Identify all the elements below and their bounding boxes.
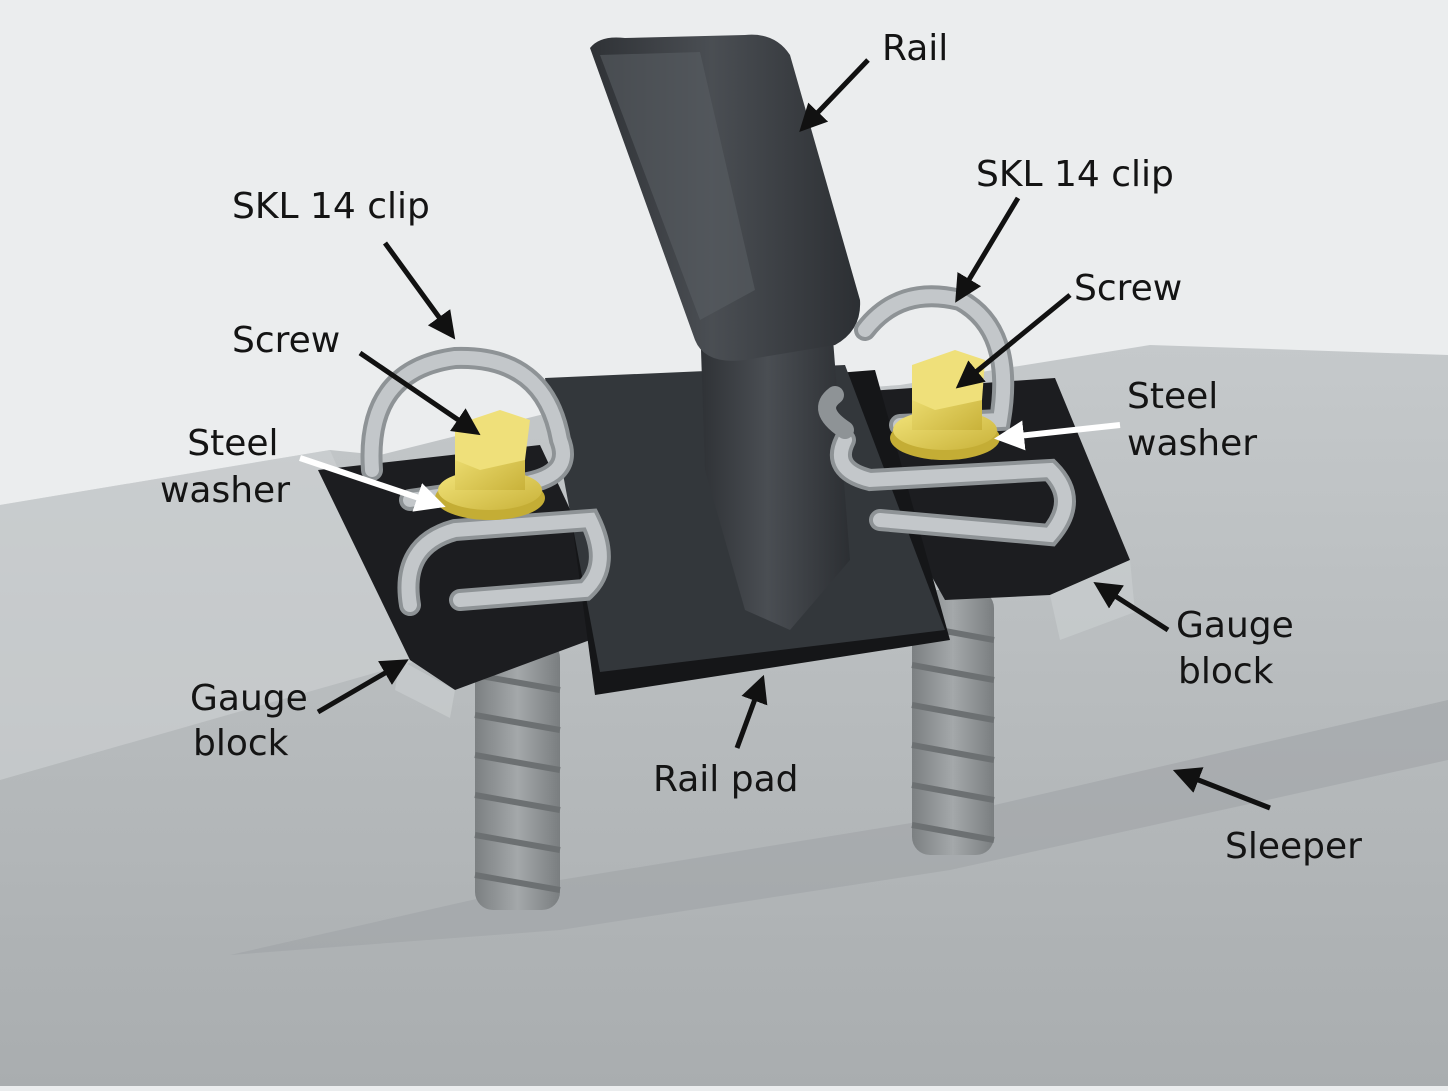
label-clip-right: SKL 14 clip [976, 154, 1174, 195]
label-gauge-right-line1: Gauge [1176, 605, 1294, 646]
label-screw-left: Screw [232, 320, 340, 361]
anchor-screw-left [475, 640, 560, 910]
label-rail: Rail [882, 28, 948, 69]
label-washer-right-line2: washer [1127, 423, 1257, 464]
label-washer-left-line1: Steel [187, 423, 278, 464]
label-clip-left: SKL 14 clip [232, 186, 430, 227]
label-rail-pad: Rail pad [653, 759, 799, 800]
label-screw-right: Screw [1074, 268, 1182, 309]
label-gauge-left-line1: Gauge [190, 678, 308, 719]
label-gauge-left-line2: block [193, 723, 289, 764]
label-gauge-right-line2: block [1178, 651, 1274, 692]
label-washer-right-line1: Steel [1127, 376, 1218, 417]
label-sleeper: Sleeper [1225, 826, 1362, 867]
label-washer-left-line2: washer [160, 470, 290, 511]
